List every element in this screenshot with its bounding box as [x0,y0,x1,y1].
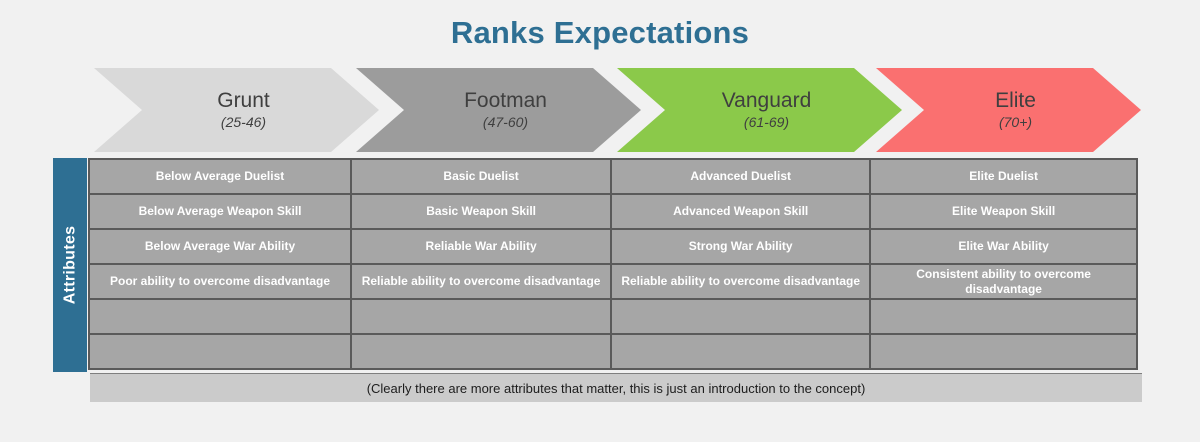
attributes-side-panel: Attributes [53,158,87,372]
rank-range-footman: (47-60) [482,114,529,130]
matrix-cell: Consistent ability to overcome disadvant… [871,265,1136,300]
matrix-cell: Basic Duelist [352,160,611,195]
matrix-cell: Advanced Weapon Skill [612,195,870,230]
matrix-cell: Reliable War Ability [352,230,611,265]
matrix-cell-empty [90,300,351,335]
matrix-cell: Below Average Duelist [90,160,351,195]
matrix-column-grunt: Below Average Duelist Below Average Weap… [90,160,353,368]
matrix-column-footman: Basic Duelist Basic Weapon Skill Reliabl… [352,160,613,368]
matrix-cell: Elite Duelist [871,160,1136,195]
matrix-cell: Reliable ability to overcome disadvantag… [352,265,611,300]
matrix-cell: Basic Weapon Skill [352,195,611,230]
matrix-cell: Elite Weapon Skill [871,195,1136,230]
matrix-column-vanguard: Advanced Duelist Advanced Weapon Skill S… [612,160,872,368]
footnote-bar: (Clearly there are more attributes that … [90,373,1142,402]
matrix-cell: Reliable ability to overcome disadvantag… [612,265,870,300]
matrix-cell: Poor ability to overcome disadvantage [90,265,351,300]
matrix-cell-empty [612,335,870,368]
attributes-side-label: Attributes [61,225,78,305]
matrix-column-elite: Elite Duelist Elite Weapon Skill Elite W… [871,160,1136,368]
rank-range-vanguard: (61-69) [743,114,790,130]
rank-name-grunt: Grunt [217,89,270,112]
rank-chevron-footman[interactable]: Footman (47-60) [356,68,641,152]
matrix-cell-empty [90,335,351,368]
rank-range-elite: (70+) [998,114,1033,130]
page-title: Ranks Expectations [450,15,750,50]
rank-chevron-vanguard[interactable]: Vanguard (61-69) [617,68,902,152]
matrix-cell: Below Average War Ability [90,230,351,265]
attributes-matrix: Below Average Duelist Below Average Weap… [88,158,1138,370]
matrix-cell: Advanced Duelist [612,160,870,195]
matrix-cell-empty [352,300,611,335]
matrix-cell: Below Average Weapon Skill [90,195,351,230]
rank-name-footman: Footman [464,89,547,112]
rank-chevron-elite[interactable]: Elite (70+) [876,68,1141,152]
matrix-cell-empty [612,300,870,335]
matrix-cell-empty [871,300,1136,335]
rank-chevron-band: Grunt (25-46) Footman (47-60) Vanguard (… [0,68,1200,152]
rank-name-vanguard: Vanguard [721,89,812,112]
matrix-cell: Elite War Ability [871,230,1136,265]
rank-chevron-grunt[interactable]: Grunt (25-46) [94,68,379,152]
matrix-cell-empty [871,335,1136,368]
matrix-cell-empty [352,335,611,368]
rank-range-grunt: (25-46) [220,114,267,130]
matrix-cell: Strong War Ability [612,230,870,265]
rank-name-elite: Elite [995,89,1036,112]
